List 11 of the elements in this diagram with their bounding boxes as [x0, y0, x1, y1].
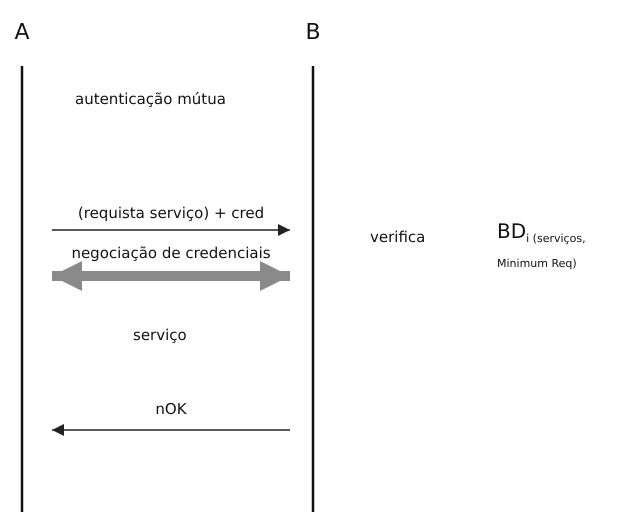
step-label: verifica	[370, 228, 426, 246]
edge-label: (requista serviço) + cred	[78, 204, 264, 222]
arrow	[52, 424, 290, 436]
participant-label: B	[305, 20, 321, 45]
edge-label: negociação de credenciais	[71, 244, 271, 262]
participant-label: A	[14, 20, 30, 45]
double-arrow	[52, 261, 290, 291]
edge-label: nOK	[155, 400, 187, 418]
step-label: serviço	[133, 326, 187, 344]
step-label: autenticação mútua	[75, 90, 226, 108]
arrow	[52, 224, 290, 236]
